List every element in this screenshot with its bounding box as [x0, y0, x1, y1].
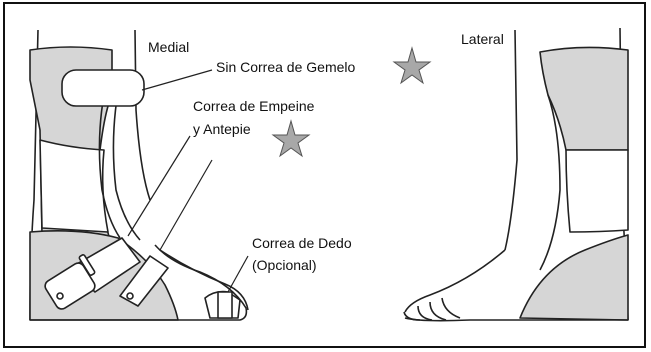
star-icon — [392, 46, 432, 85]
forefoot-line — [159, 249, 249, 311]
label-antepie: y Antepie — [193, 121, 251, 137]
star-icon — [271, 119, 311, 158]
strap-rivet — [56, 292, 64, 300]
toe-3 — [429, 301, 447, 321]
label-opcional: (Opcional) — [252, 257, 317, 273]
strut-line-2 — [112, 91, 141, 241]
leader-lines — [127, 69, 249, 293]
boot-shell-mid-r — [565, 149, 629, 233]
shell-edge-r — [539, 94, 561, 271]
label-sin-correa: Sin Correa de Gemelo — [216, 59, 356, 75]
leader-sin-correa — [141, 69, 213, 91]
leg-front-line — [134, 29, 151, 201]
toe-strap — [217, 291, 233, 319]
boot-shell-upper-r — [539, 46, 629, 151]
toe-1 — [403, 311, 421, 321]
toe-4 — [441, 297, 461, 319]
boot-sole — [30, 244, 248, 321]
label-lateral: Lateral — [461, 31, 504, 47]
label-medial: Medial — [148, 39, 189, 55]
foot-top-r — [404, 249, 506, 313]
calf-strap — [61, 69, 145, 107]
boot-heel-r — [519, 234, 629, 321]
strut-line — [98, 94, 121, 239]
leader-dedo — [227, 255, 249, 293]
lateral-boot — [403, 27, 629, 322]
label-correa-empeine: Correa de Empeine — [193, 98, 315, 114]
label-correa-dedo: Correa de Dedo — [252, 235, 352, 251]
buckle-bar — [78, 254, 96, 276]
sole-r — [404, 317, 628, 322]
leg-front-line-r — [504, 29, 518, 251]
leader-empeine-2 — [159, 159, 213, 251]
strap-rivet-2 — [126, 292, 134, 300]
medial-boot — [29, 29, 249, 321]
leader-empeine-1 — [127, 135, 191, 237]
toe-2 — [417, 305, 433, 321]
boot-shell-mid — [39, 139, 109, 233]
